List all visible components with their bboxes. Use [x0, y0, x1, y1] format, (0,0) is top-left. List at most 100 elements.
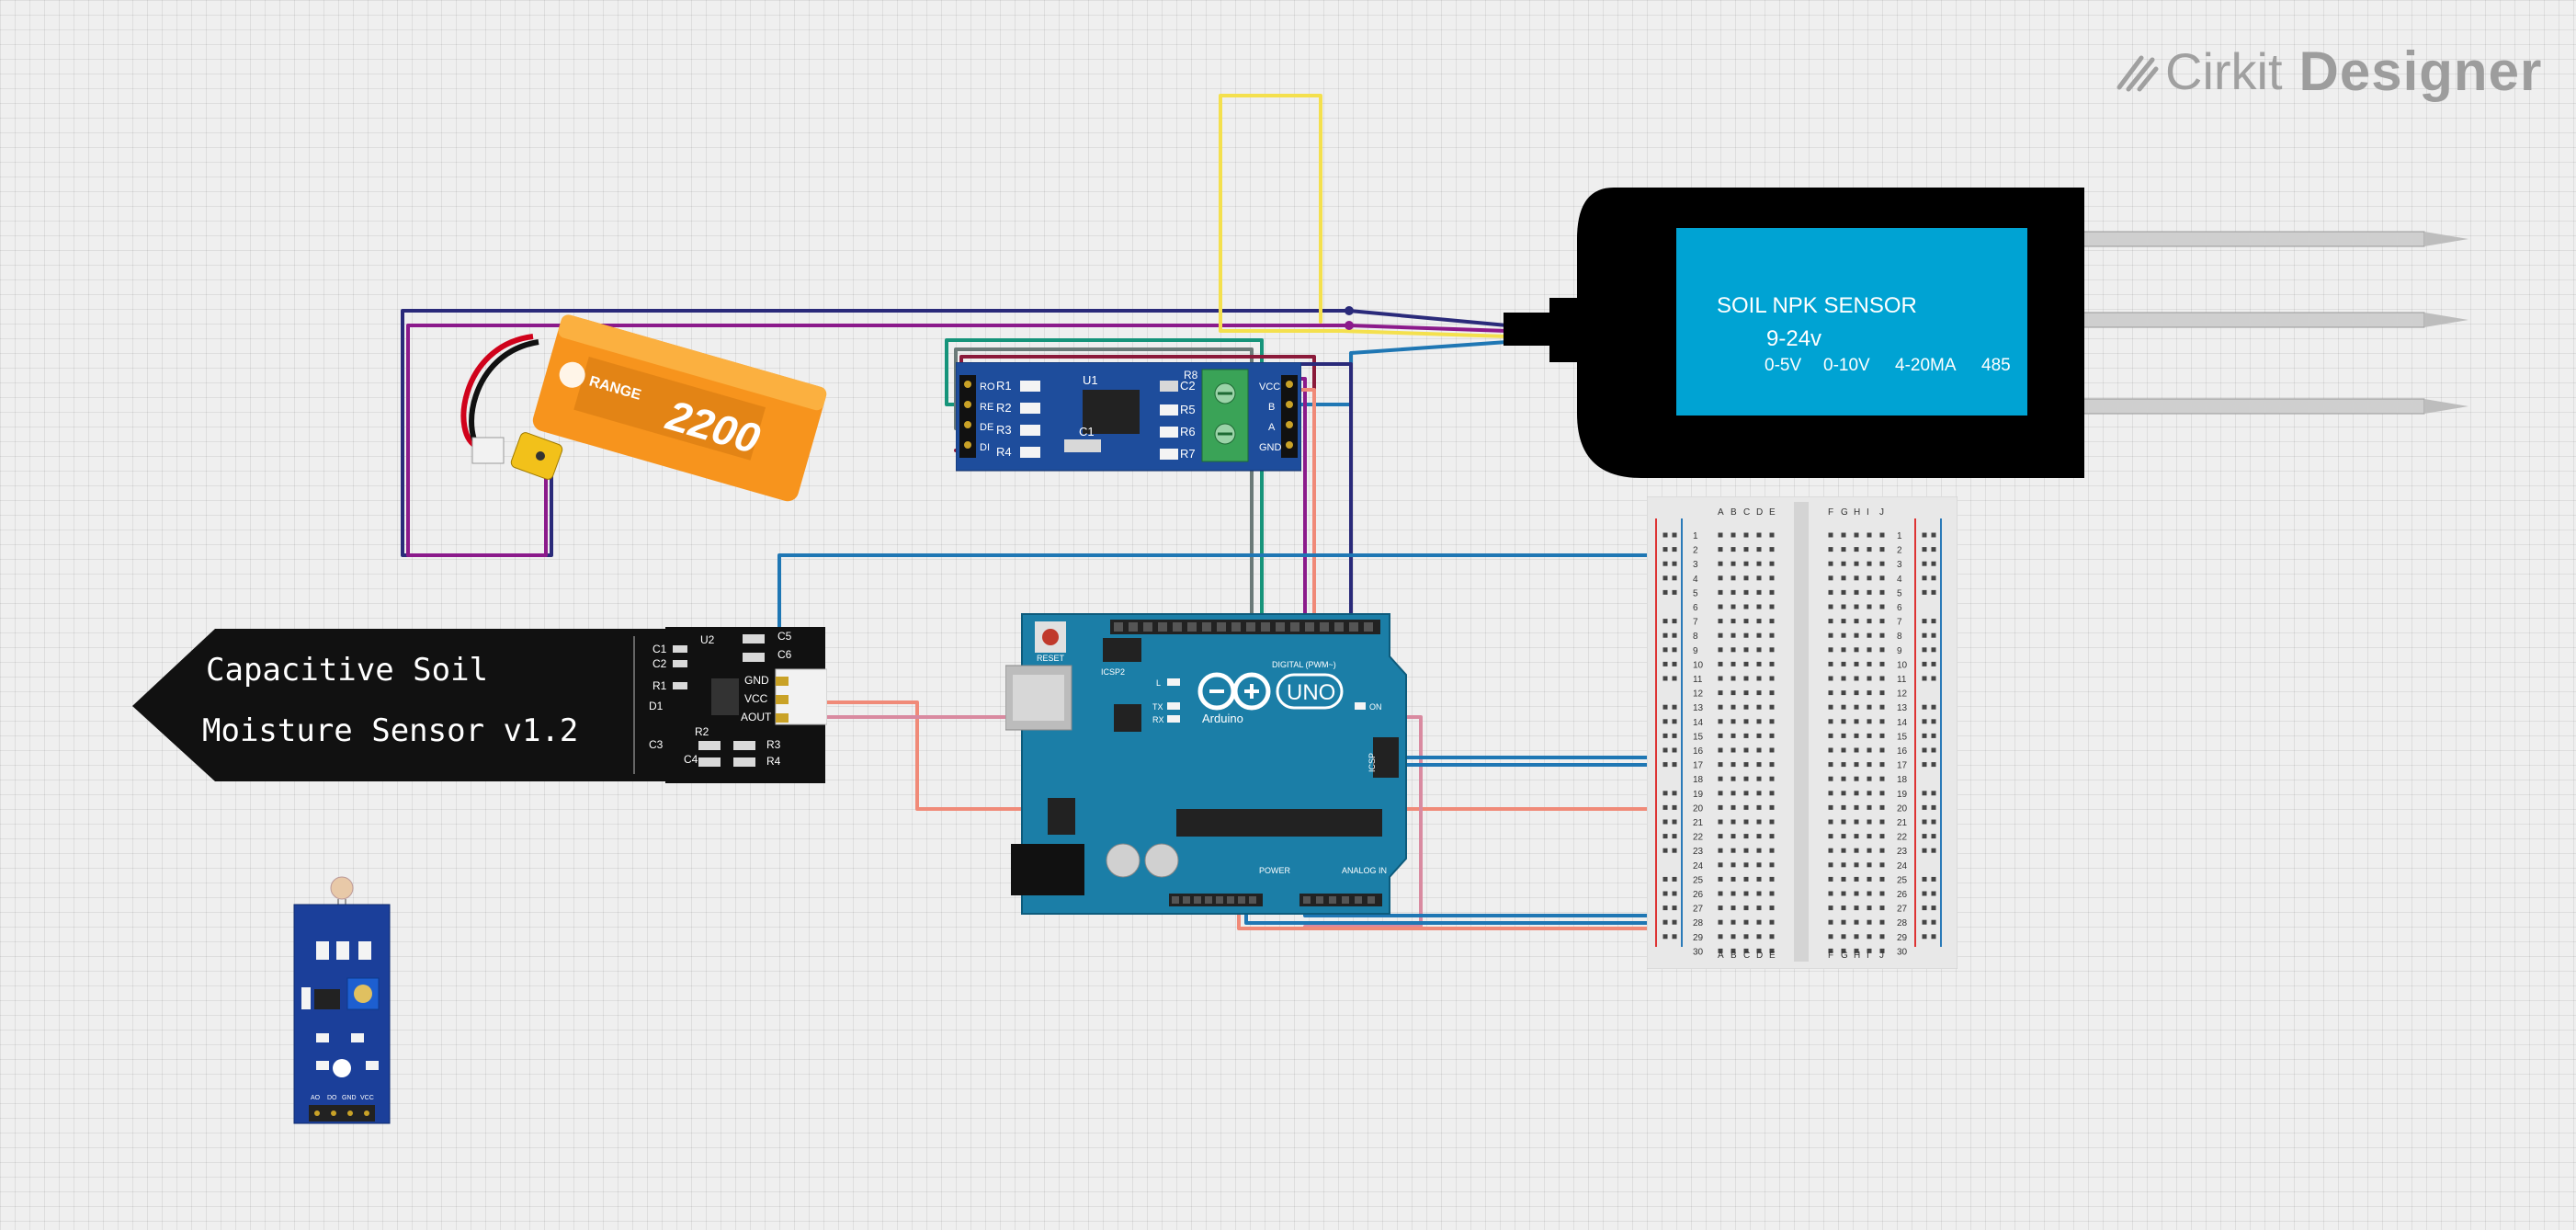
soil-connector[interactable] [775, 668, 827, 725]
breadboard-hole[interactable] [1828, 604, 1833, 609]
header-pin[interactable] [1202, 622, 1211, 632]
breadboard-hole[interactable] [1731, 604, 1736, 609]
breadboard-hole[interactable] [1931, 934, 1936, 940]
wire-yellow-loop[interactable] [1219, 94, 1509, 338]
breadboard-hole[interactable] [1854, 532, 1859, 538]
breadboard-hole[interactable] [1743, 719, 1749, 724]
breadboard-hole[interactable] [1662, 575, 1668, 581]
breadboard-hole[interactable] [1854, 876, 1859, 882]
breadboard-hole[interactable] [1854, 676, 1859, 681]
breadboard-hole[interactable] [1756, 747, 1762, 753]
breadboard-hole[interactable] [1756, 876, 1762, 882]
breadboard-hole[interactable] [1718, 934, 1723, 940]
breadboard-hole[interactable] [1756, 676, 1762, 681]
breadboard-hole[interactable] [1867, 589, 1872, 595]
breadboard-hole[interactable] [1931, 532, 1936, 538]
breadboard-hole[interactable] [1731, 619, 1736, 624]
breadboard-hole[interactable] [1731, 776, 1736, 781]
breadboard-hole[interactable] [1756, 891, 1762, 896]
breadboard-hole[interactable] [1743, 891, 1749, 896]
breadboard-hole[interactable] [1854, 776, 1859, 781]
breadboard-hole[interactable] [1743, 762, 1749, 768]
breadboard-hole[interactable] [1672, 848, 1677, 853]
breadboard-hole[interactable] [1854, 704, 1859, 710]
breadboard-hole[interactable] [1743, 819, 1749, 825]
breadboard-hole[interactable] [1662, 589, 1668, 595]
breadboard-hole[interactable] [1743, 690, 1749, 696]
icsp2-header[interactable] [1103, 638, 1141, 662]
breadboard-hole[interactable] [1867, 632, 1872, 638]
breadboard-hole[interactable] [1867, 919, 1872, 925]
breadboard-hole[interactable] [1828, 532, 1833, 538]
breadboard-hole[interactable] [1854, 747, 1859, 753]
header-pin[interactable] [1187, 622, 1197, 632]
header-pin[interactable] [1205, 896, 1212, 904]
breadboard-hole[interactable] [1922, 762, 1927, 768]
breadboard-hole[interactable] [1854, 791, 1859, 796]
breadboard-hole[interactable] [1662, 532, 1668, 538]
breadboard-hole[interactable] [1841, 834, 1846, 839]
breadboard-hole[interactable] [1867, 934, 1872, 940]
breadboard-hole[interactable] [1854, 919, 1859, 925]
breadboard-hole[interactable] [1828, 791, 1833, 796]
breadboard-hole[interactable] [1662, 561, 1668, 566]
breadboard-hole[interactable] [1841, 862, 1846, 868]
breadboard-hole[interactable] [1828, 834, 1833, 839]
breadboard-hole[interactable] [1854, 575, 1859, 581]
breadboard-hole[interactable] [1828, 647, 1833, 653]
breadboard-hole[interactable] [1931, 619, 1936, 624]
breadboard-hole[interactable] [1879, 561, 1885, 566]
breadboard-hole[interactable] [1718, 547, 1723, 552]
breadboard-hole[interactable] [1672, 819, 1677, 825]
breadboard-hole[interactable] [1769, 604, 1775, 609]
breadboard-hole[interactable] [1922, 589, 1927, 595]
breadboard-hole[interactable] [1718, 704, 1723, 710]
breadboard-hole[interactable] [1879, 905, 1885, 911]
breadboard-hole[interactable] [1867, 690, 1872, 696]
breadboard-hole[interactable] [1718, 589, 1723, 595]
breadboard-hole[interactable] [1922, 632, 1927, 638]
breadboard-hole[interactable] [1879, 733, 1885, 738]
breadboard-hole[interactable] [1879, 719, 1885, 724]
breadboard-hole[interactable] [1672, 733, 1677, 738]
breadboard-hole[interactable] [1879, 704, 1885, 710]
breadboard-hole[interactable] [1731, 819, 1736, 825]
arduino-uno[interactable]: RESET ICSP2 DIGITAL (PWM~) UNO Arduino L… [1005, 610, 1410, 919]
breadboard-hole[interactable] [1867, 848, 1872, 853]
wire-battery-purple[interactable] [406, 324, 1509, 557]
breadboard-hole[interactable] [1756, 575, 1762, 581]
breadboard-hole[interactable] [1718, 575, 1723, 581]
breadboard-hole[interactable] [1731, 575, 1736, 581]
breadboard-hole[interactable] [1731, 547, 1736, 552]
breadboard-hole[interactable] [1828, 804, 1833, 810]
breadboard-hole[interactable] [1854, 632, 1859, 638]
breadboard-hole[interactable] [1662, 632, 1668, 638]
breadboard-hole[interactable] [1769, 690, 1775, 696]
breadboard-hole[interactable] [1828, 776, 1833, 781]
breadboard-hole[interactable] [1867, 719, 1872, 724]
breadboard-hole[interactable] [1672, 919, 1677, 925]
breadboard-hole[interactable] [1672, 891, 1677, 896]
breadboard-hole[interactable] [1756, 647, 1762, 653]
header-pin[interactable] [1143, 622, 1152, 632]
header-pin[interactable] [1329, 896, 1336, 904]
breadboard-hole[interactable] [1662, 547, 1668, 552]
breadboard-hole[interactable] [1922, 919, 1927, 925]
breadboard-hole[interactable] [1854, 804, 1859, 810]
rs485-module[interactable]: RO RE DE DI R1 R2 R3 R4 U1 C1 C2 R5 R6 R… [956, 362, 1301, 473]
header-pin[interactable] [1342, 896, 1349, 904]
header-pin[interactable] [1183, 896, 1190, 904]
breadboard-hole[interactable] [1841, 575, 1846, 581]
breadboard-hole[interactable] [1931, 905, 1936, 911]
breadboard-hole[interactable] [1867, 661, 1872, 666]
breadboard-hole[interactable] [1662, 819, 1668, 825]
breadboard-hole[interactable] [1718, 604, 1723, 609]
breadboard-hole[interactable] [1769, 619, 1775, 624]
breadboard-hole[interactable] [1867, 862, 1872, 868]
breadboard-hole[interactable] [1672, 647, 1677, 653]
breadboard-hole[interactable] [1769, 747, 1775, 753]
breadboard-hole[interactable] [1731, 834, 1736, 839]
breadboard-hole[interactable] [1662, 647, 1668, 653]
breadboard-hole[interactable] [1731, 848, 1736, 853]
breadboard-hole[interactable] [1828, 919, 1833, 925]
